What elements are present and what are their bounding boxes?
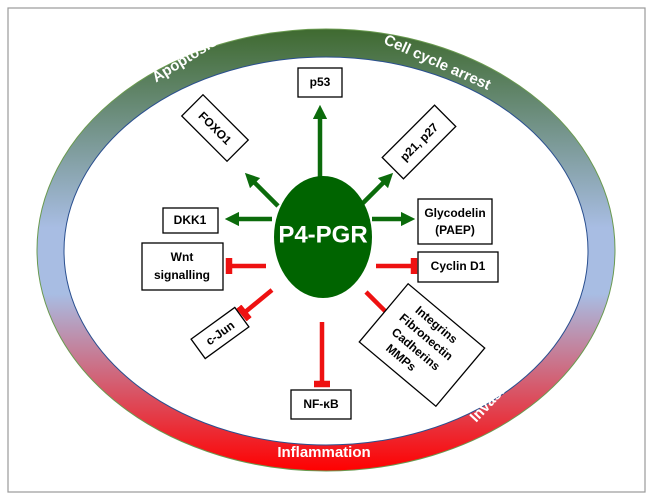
center-label: P4-PGR [278, 221, 367, 248]
ring-label-inflammation: Inflammation [277, 444, 370, 461]
node-wnt: Wnt signalling [141, 242, 224, 291]
wnt-label-1: Wnt [171, 250, 194, 264]
glycodelin-label-2: (PAEP) [435, 223, 475, 237]
arrow-to-p21-p27 [358, 172, 394, 208]
glycodelin-label-1: Glycodelin [424, 206, 485, 220]
wnt-label-2: signalling [154, 268, 210, 282]
node-adhesion: Integrins Fibronectin Cadherins MMPs [358, 282, 486, 408]
node-foxo1: FOXO1 [180, 93, 250, 163]
nfkb-label: NF-κB [303, 397, 339, 411]
node-dkk1: DKK1 [162, 207, 219, 234]
node-cyclin-d1: Cyclin D1 [417, 251, 499, 283]
p53-label: p53 [310, 75, 331, 89]
node-glycodelin: Glycodelin (PAEP) [417, 198, 493, 245]
inhibit-c-jun [236, 288, 274, 322]
arrow-to-foxo1 [244, 172, 280, 208]
ring-label-differentiation: Differentiation [105, 194, 122, 296]
cyclin-d1-label: Cyclin D1 [431, 259, 486, 273]
dkk1-label: DKK1 [174, 213, 207, 227]
node-p53: p53 [297, 67, 343, 98]
node-nfkb: NF-κB [290, 389, 352, 420]
center-node [274, 176, 372, 298]
